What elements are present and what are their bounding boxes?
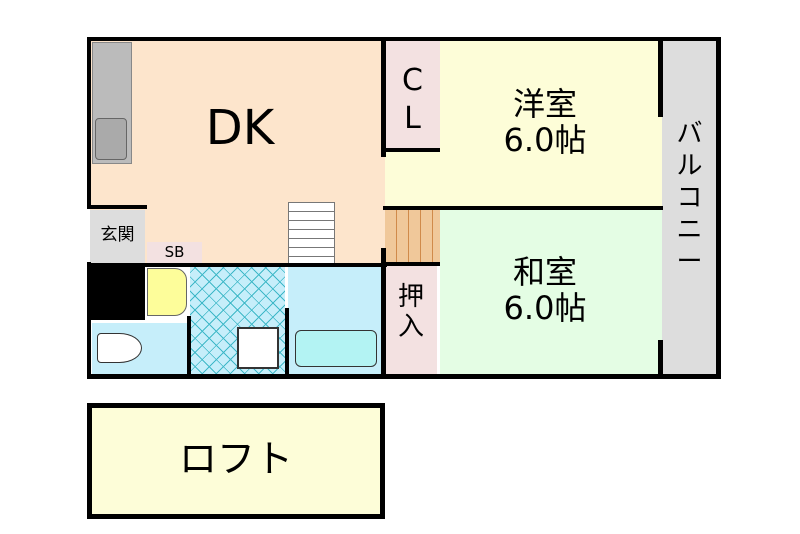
hall-yellow (385, 152, 440, 210)
balcony (662, 40, 717, 377)
bathtub-icon (295, 330, 377, 367)
dk-label: DK (205, 100, 275, 156)
japanese-room-label: 和室 6.0帖 (503, 253, 587, 327)
wall (87, 263, 387, 267)
wall (658, 37, 663, 117)
wall (716, 37, 721, 379)
loft-label: ロフト (178, 437, 293, 481)
wall (383, 262, 440, 266)
wall (87, 374, 720, 379)
wall (187, 316, 191, 378)
closet-cl (385, 40, 440, 152)
closet-oshiire-label: 押 入 (397, 282, 424, 342)
wall (381, 248, 386, 379)
entrance (90, 210, 145, 265)
washing-machine-icon (237, 327, 279, 369)
wall (383, 148, 440, 152)
wall (87, 37, 91, 209)
japanese-room (440, 210, 662, 377)
wall (87, 37, 720, 41)
wall (285, 308, 289, 378)
wall (658, 340, 663, 379)
wood-floor-hall (385, 210, 440, 265)
wall (383, 206, 663, 210)
dark-area (90, 265, 145, 320)
toilet-icon (97, 333, 142, 363)
closet-cl-label: C L (402, 63, 423, 136)
closet-oshiire (385, 265, 437, 377)
wall (87, 262, 91, 379)
balcony-label: バ ル コ ニ ー (676, 119, 703, 277)
wash-basin-icon (147, 268, 187, 316)
western-room (440, 40, 662, 210)
loft (87, 403, 385, 519)
shoe-box (147, 242, 202, 264)
western-room-label: 洋室 6.0帖 (503, 85, 587, 159)
wall (87, 205, 147, 209)
wall (381, 37, 386, 157)
stairs (288, 202, 335, 265)
sink-icon (95, 118, 127, 160)
shoe-box-label: SB (164, 243, 185, 261)
entrance-label: 玄関 (100, 225, 135, 245)
